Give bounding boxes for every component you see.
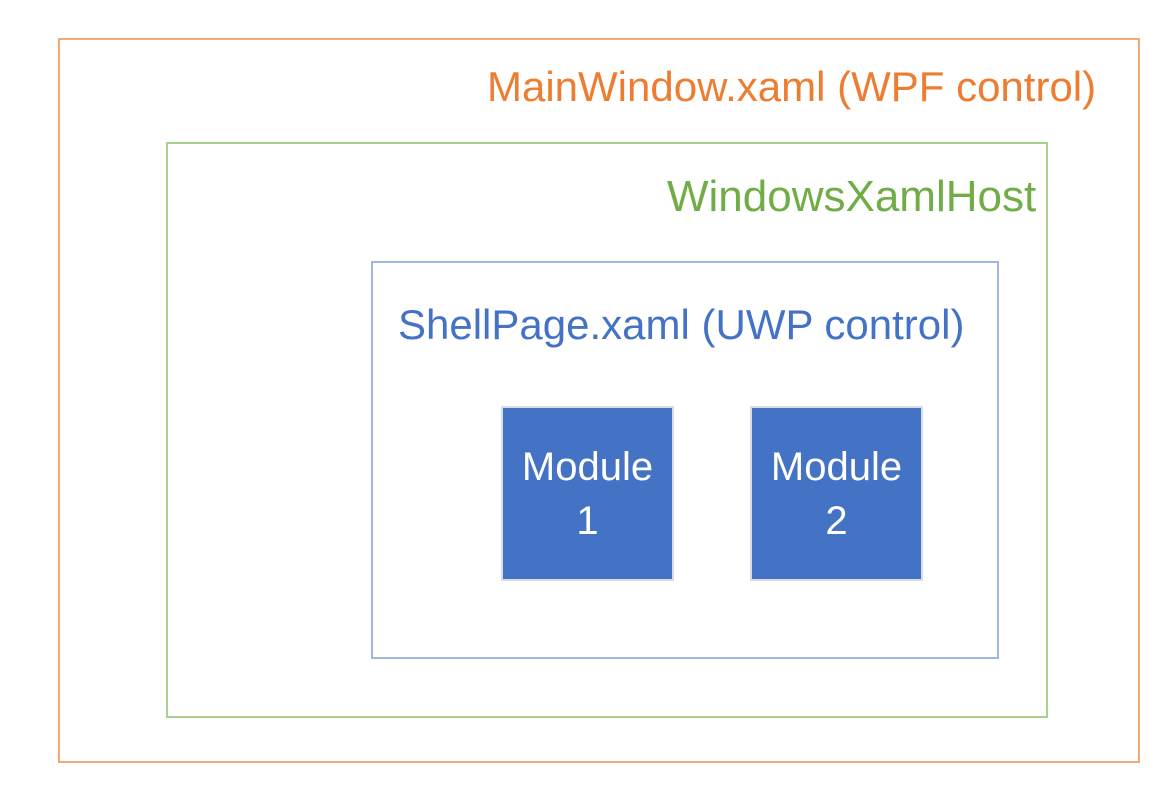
module-2-label-line1: Module <box>770 444 903 489</box>
module-2-label-line2: 2 <box>825 498 848 543</box>
mainwindow-wpf-label: MainWindow.xaml (WPF control) <box>487 63 1097 110</box>
module-1-box: Module 1 <box>501 406 674 581</box>
windowsxamlhost-box: WindowsXamlHost ShellPage.xaml (UWP cont… <box>166 142 1048 718</box>
module-1-label-line2: 1 <box>576 498 599 543</box>
mainwindow-wpf-box: MainWindow.xaml (WPF control) WindowsXam… <box>58 38 1140 763</box>
shellpage-uwp-box: ShellPage.xaml (UWP control) Module 1 Mo… <box>371 261 999 659</box>
module-2-box: Module 2 <box>750 406 923 581</box>
windowsxamlhost-label: WindowsXamlHost <box>667 172 1037 221</box>
module-1-label-line1: Module <box>521 444 654 489</box>
shellpage-uwp-label: ShellPage.xaml (UWP control) <box>398 301 965 348</box>
